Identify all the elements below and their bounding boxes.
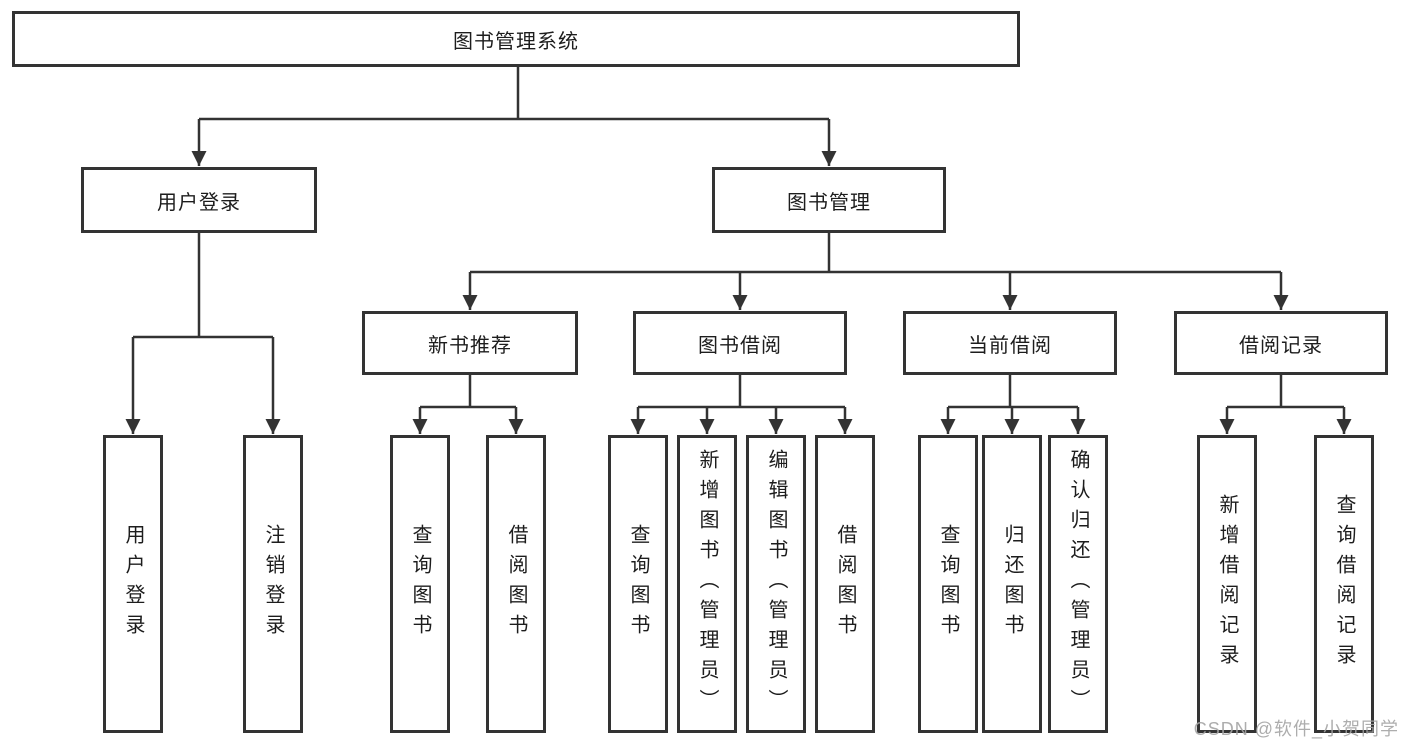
leaf-logout: 注销登录 <box>243 435 303 733</box>
leaf-borrow-query-books-label: 查询图书 <box>627 524 649 644</box>
node-root: 图书管理系统 <box>12 11 1020 67</box>
node-borrow-records: 借阅记录 <box>1174 311 1388 375</box>
node-new-book-recommend-label: 新书推荐 <box>428 334 512 357</box>
node-borrow-records-label: 借阅记录 <box>1239 334 1323 357</box>
leaf-add-books-admin: 新增图书（管理员） <box>677 435 737 733</box>
node-book-management: 图书管理 <box>712 167 946 233</box>
leaf-borrow-books-label: 借阅图书 <box>834 524 856 644</box>
node-current-borrow: 当前借阅 <box>903 311 1117 375</box>
leaf-newbook-query-books: 查询图书 <box>390 435 450 733</box>
leaf-newbook-borrow-books: 借阅图书 <box>486 435 546 733</box>
leaf-newbook-query-books-label: 查询图书 <box>409 524 431 644</box>
node-root-label: 图书管理系统 <box>453 30 579 53</box>
leaf-return-books: 归还图书 <box>982 435 1042 733</box>
leaf-add-borrow-record-label: 新增借阅记录 <box>1216 494 1238 674</box>
leaf-user-login-label: 用户登录 <box>122 524 144 644</box>
leaf-confirm-return-admin-label: 确认归还（管理员） <box>1067 449 1089 719</box>
node-book-borrow-label: 图书借阅 <box>698 334 782 357</box>
node-current-borrow-label: 当前借阅 <box>968 334 1052 357</box>
node-book-borrow: 图书借阅 <box>633 311 847 375</box>
node-user-login-label: 用户登录 <box>157 191 241 214</box>
leaf-borrow-books: 借阅图书 <box>815 435 875 733</box>
leaf-newbook-borrow-books-label: 借阅图书 <box>505 524 527 644</box>
leaf-query-borrow-record: 查询借阅记录 <box>1314 435 1374 733</box>
node-new-book-recommend: 新书推荐 <box>362 311 578 375</box>
leaf-user-login: 用户登录 <box>103 435 163 733</box>
leaf-edit-books-admin-label: 编辑图书（管理员） <box>765 449 787 719</box>
leaf-borrow-query-books: 查询图书 <box>608 435 668 733</box>
leaf-add-books-admin-label: 新增图书（管理员） <box>696 449 718 719</box>
leaf-logout-label: 注销登录 <box>262 524 284 644</box>
leaf-query-borrow-record-label: 查询借阅记录 <box>1333 494 1355 674</box>
leaf-edit-books-admin: 编辑图书（管理员） <box>746 435 806 733</box>
node-user-login: 用户登录 <box>81 167 317 233</box>
leaf-return-books-label: 归还图书 <box>1001 524 1023 644</box>
leaf-current-query-books-label: 查询图书 <box>937 524 959 644</box>
node-book-management-label: 图书管理 <box>787 191 871 214</box>
watermark: CSDN @软件_小贺同学 <box>1193 719 1399 739</box>
leaf-confirm-return-admin: 确认归还（管理员） <box>1048 435 1108 733</box>
leaf-add-borrow-record: 新增借阅记录 <box>1197 435 1257 733</box>
leaf-current-query-books: 查询图书 <box>918 435 978 733</box>
